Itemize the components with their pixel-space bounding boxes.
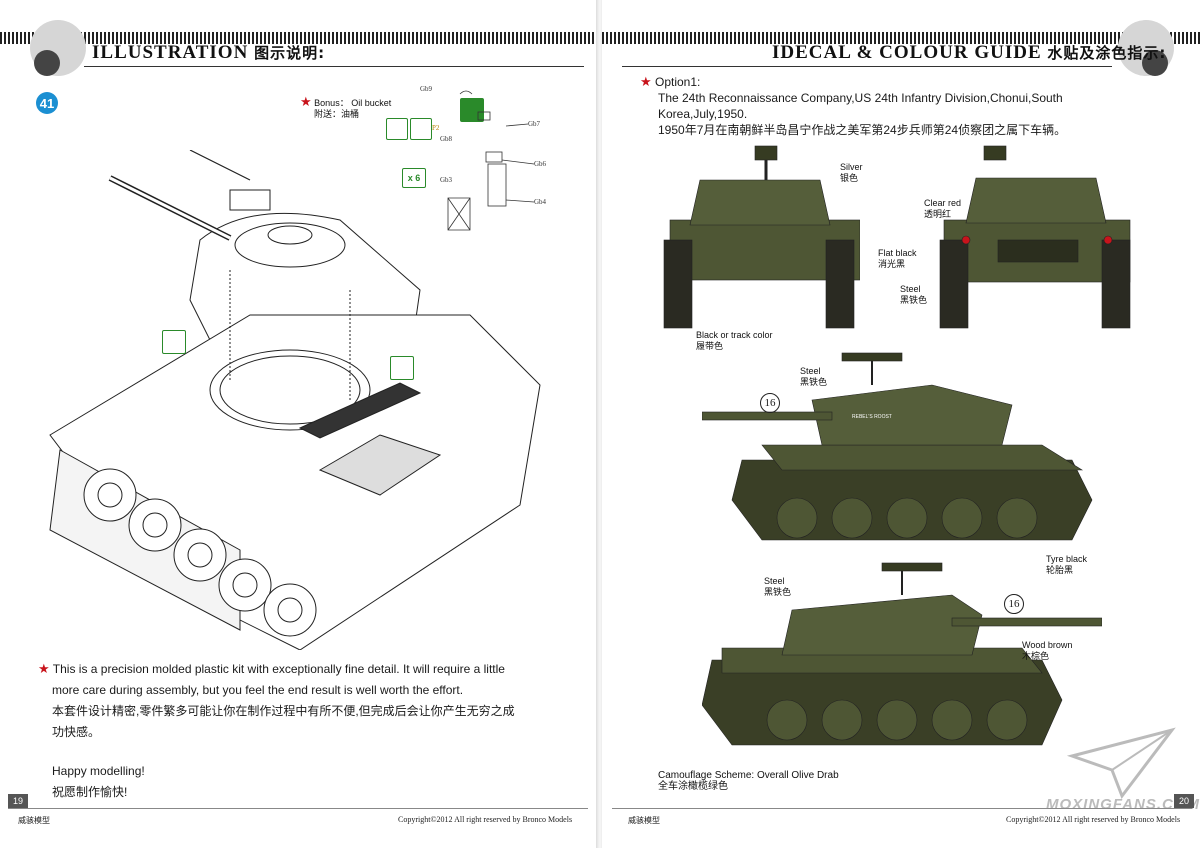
page-number: 19 bbox=[8, 794, 28, 808]
cement-icon bbox=[390, 356, 414, 380]
bend-icon bbox=[410, 118, 432, 140]
glue-icon bbox=[460, 98, 484, 122]
tank-rear-view bbox=[939, 145, 1131, 329]
tank-assembly-diagram bbox=[49, 150, 541, 650]
decal-number-badge-2: 16 bbox=[1004, 594, 1024, 614]
star-icon: ★ bbox=[640, 74, 652, 89]
cement-icon bbox=[162, 330, 186, 354]
part-label: Gb4 bbox=[534, 198, 547, 206]
part-label: Gb8 bbox=[440, 135, 453, 143]
footer-rule bbox=[612, 808, 1192, 809]
footer-brand: 威骇模型 bbox=[628, 816, 660, 825]
part-label: Gb9 bbox=[420, 85, 433, 93]
footer-rule bbox=[8, 808, 588, 809]
page-title: IDECAL & COLOUR GUIDE 水贴及涂色指示: bbox=[772, 42, 1167, 63]
quantity-badge: x 6 bbox=[402, 168, 426, 188]
bonus-label: ★ Bonus： Oil bucket 附送：油桶 bbox=[300, 94, 392, 119]
star-icon: ★ bbox=[38, 661, 50, 676]
tank-side-view-left bbox=[702, 352, 1093, 541]
footer-brand: 威骇模型 bbox=[18, 816, 50, 825]
turret-marking: REBEL'S ROOST bbox=[852, 414, 892, 420]
oil-bucket-diagram bbox=[447, 90, 535, 231]
decal-number-badge: 16 bbox=[760, 393, 780, 413]
page-number: 20 bbox=[1174, 794, 1194, 808]
part-label: Gb6 bbox=[534, 160, 547, 168]
drill-icon bbox=[386, 118, 408, 140]
header-band bbox=[602, 32, 1200, 44]
part-label: Gb3 bbox=[440, 176, 453, 184]
footer-copyright: Copyright©2012 All right reserved by Bro… bbox=[398, 815, 573, 824]
part-label: Gb7 bbox=[528, 120, 541, 128]
page-title: ILLUSTRATION 图示说明: bbox=[92, 42, 326, 63]
part-label: P2 bbox=[432, 124, 440, 132]
paper-plane-logo-icon bbox=[1066, 727, 1176, 800]
option-block: ★ Option1: The 24th Reconnaissance Compa… bbox=[640, 74, 1067, 137]
right-page: IDECAL & COLOUR GUIDE 水贴及涂色指示: ★ Option1… bbox=[602, 0, 1200, 848]
tank-side-view-right bbox=[702, 562, 1102, 746]
header-band bbox=[0, 32, 598, 44]
step-badge: 41 bbox=[36, 92, 58, 114]
header-dot-icon bbox=[34, 50, 60, 76]
star-icon: ★ bbox=[300, 94, 312, 109]
assembly-notes: ★ This is a precision molded plastic kit… bbox=[38, 661, 515, 799]
header-dot-icon bbox=[1142, 50, 1168, 76]
header-rule bbox=[84, 66, 584, 67]
footer-copyright: Copyright©2012 All right reserved by Bro… bbox=[1006, 815, 1181, 824]
header-rule bbox=[622, 66, 1112, 67]
book-spine bbox=[596, 0, 604, 848]
tank-front-view bbox=[663, 145, 860, 329]
left-page: ILLUSTRATION 图示说明: 41 ★ Bonus： Oil bucke… bbox=[0, 0, 598, 848]
